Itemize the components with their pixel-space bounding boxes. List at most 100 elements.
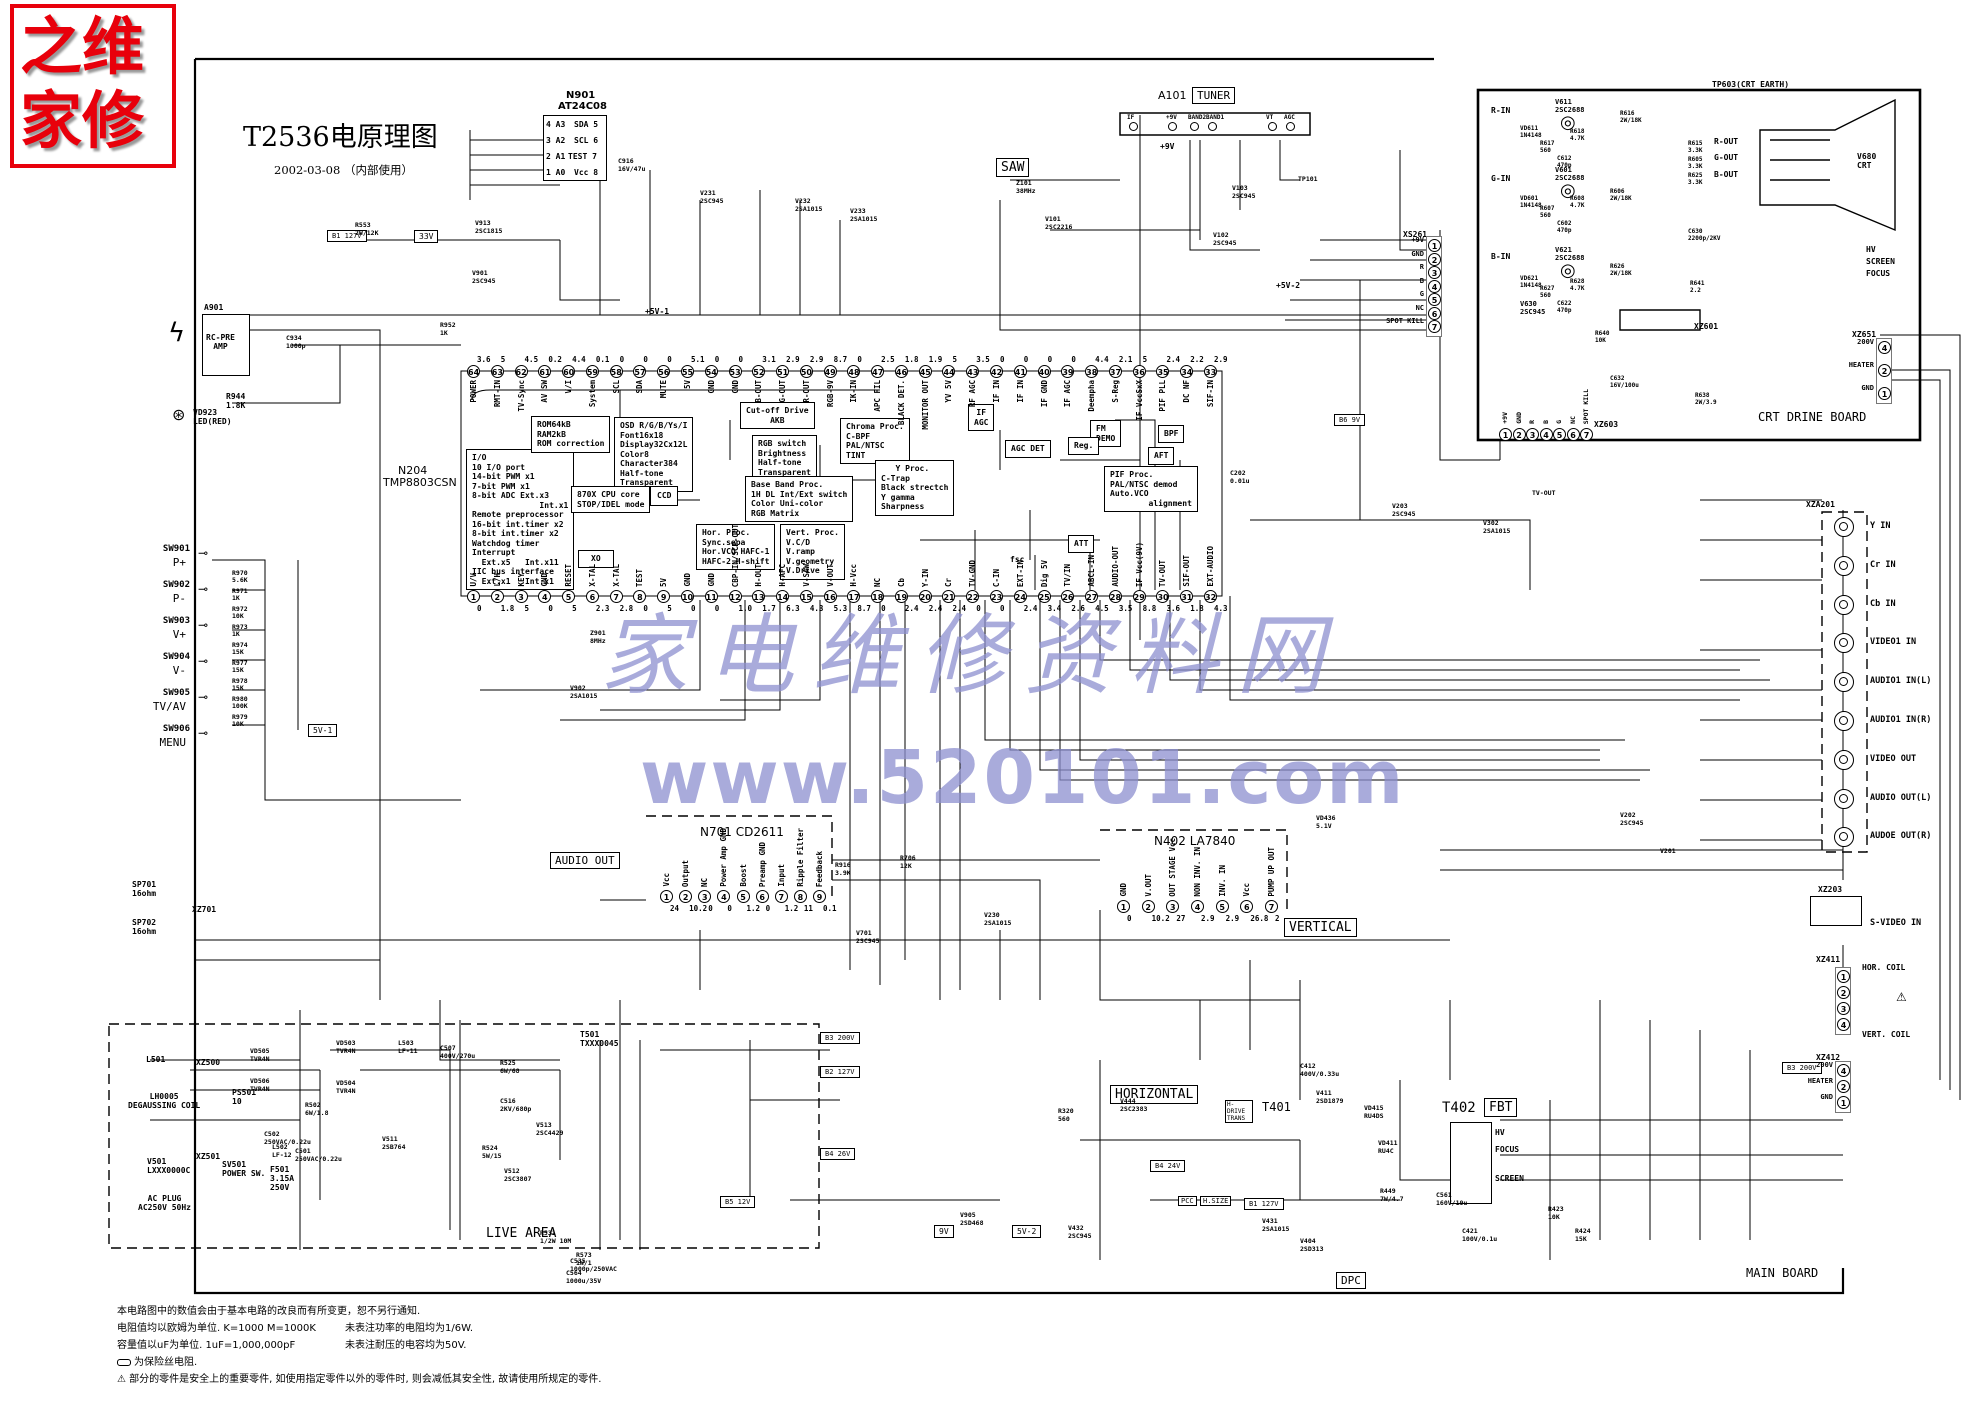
xz603-pin-label: G (1555, 420, 1563, 424)
av-jack-label: Cr IN (1870, 559, 1896, 570)
pin-function-label: 5V (659, 577, 669, 587)
pin-function-label: SCL (611, 380, 621, 394)
ic-pin: 4 (1191, 900, 1204, 913)
pin-function-label: POWER (469, 380, 478, 403)
pin-function-label: V/I (564, 380, 574, 394)
component-label: C516 2KV/680p (500, 1097, 532, 1113)
ic-pin: 34 (1180, 365, 1194, 378)
ic-pin: 8 (633, 590, 647, 603)
pin-voltage: 0 (857, 355, 862, 364)
component-label: R553 2W/12K (355, 221, 379, 237)
component-label: C421 100V/0.1u (1462, 1227, 1498, 1243)
pin-voltage: 5 (572, 604, 577, 613)
ic-pin: 18 (871, 590, 885, 603)
ic-pin: 14 (776, 590, 790, 603)
pin-voltage: 3.5 (976, 355, 990, 364)
ic-pin: 24 (1013, 590, 1027, 603)
rc-preamp-label: RC-PRE AMP (206, 333, 235, 351)
rc-preamp: RC-PRE AMP (202, 314, 250, 376)
pin-function-label: X-TAL (611, 564, 621, 587)
av-jack-label: Y IN (1870, 521, 1891, 531)
ic-pin: 7 (1265, 900, 1278, 913)
xz603-pin-label: +9V (1501, 412, 1509, 424)
pin-function-label: AUDIO-OUT (1110, 546, 1120, 587)
ic-pin: 37 (1108, 365, 1122, 378)
ic-pin: 32 (1204, 590, 1217, 603)
baseband-block: Base Band Proc. 1H DL Int/Ext switch Col… (745, 476, 854, 522)
ic-pin: 54 (704, 365, 718, 378)
xz651-pin: 2 (1878, 364, 1891, 377)
pin-voltage: 0 (1047, 355, 1053, 364)
note-2: 电阻值均以欧姆为单位. K=1000 M=1000K (117, 1323, 316, 1334)
av-jack-label: AUDIO OUT(L) (1870, 792, 1932, 803)
ic-pin: 1 (1117, 900, 1130, 913)
ic-pin: 28 (1108, 590, 1122, 603)
ic-pin: 4 (538, 590, 552, 603)
ic-pin: 4 (717, 890, 731, 903)
component-label: TV-OUT (1532, 489, 1556, 497)
g-out: G-OUT (1714, 153, 1739, 162)
crt-component-label: VD601 1N4148 (1520, 195, 1542, 209)
crt-component-label: R626 2W/18K (1610, 263, 1632, 277)
component-label: V102 2SC945 (1213, 231, 1237, 247)
component-label: V201 (1660, 847, 1676, 855)
xz203-ref: XZ203 (1818, 885, 1843, 894)
pin-voltage: 2.2 (1190, 355, 1204, 364)
vertical-label: VERTICAL (1284, 918, 1357, 937)
pin-voltage: 0 (714, 604, 720, 613)
component-label: V232 2SA1015 (795, 197, 823, 213)
component-label: C412 400V/0.33u (1300, 1062, 1340, 1078)
pin-voltage: 1.9 (928, 355, 943, 364)
pin-function-label: CBP-IN/SCP-OUT (730, 523, 740, 587)
reg-block: Reg. (1068, 437, 1100, 455)
xs261-pin: 5 (1428, 293, 1441, 306)
rail-b4: B4 26V (820, 1148, 856, 1160)
pin-label: TEST 7 (568, 152, 597, 161)
pin-voltage: 0 (1127, 914, 1132, 923)
switch-key-menu: MENU (159, 736, 187, 749)
pin-voltage: 2.4 (952, 604, 967, 613)
pin-function-label: Power Amp GND (719, 828, 729, 887)
switch-contact-icon: ⊸ (198, 690, 209, 704)
pin-voltage: 2.9 (786, 355, 800, 364)
pin-voltage: 8.7 (833, 355, 848, 364)
pin-voltage: 3.1 (762, 355, 776, 364)
switch-contact-icon: ⊸ (198, 546, 209, 560)
pin-function-label: EXT-IN (1015, 559, 1025, 587)
xs261-pin-label: NC (1415, 303, 1424, 312)
pin-label: 2 A1 (546, 152, 566, 161)
component-label: V913 2SC1815 (475, 219, 503, 235)
ic-pin: 45 (918, 365, 932, 378)
xz603-pin-label: R (1528, 420, 1536, 424)
xz603-ref: XZ603 (1594, 420, 1619, 429)
pin-voltage: 0 (881, 604, 886, 613)
av-jack-label: Cb IN (1870, 598, 1896, 609)
xz603-pin-label: GND (1514, 412, 1523, 424)
pin-voltage: 6.3 (786, 604, 800, 613)
pin-function-label: X-TAL (587, 564, 597, 587)
crt-component-label: R638 2W/3.9 (1695, 392, 1717, 406)
main-board-frame (193, 57, 1845, 1295)
xz601-label: XZ601 (1694, 322, 1719, 331)
rail-plus5v-1: +5V-1 (645, 307, 670, 316)
pin-function-label: Dig 5V (1039, 559, 1049, 587)
crt-component-label: C630 2200p/2KV (1688, 228, 1721, 242)
pin-function-label: Feedback (815, 850, 824, 887)
component-label: V432 2SC945 (1068, 1224, 1092, 1240)
tuner-ref: A101 (1158, 89, 1187, 102)
rail-b2: B2 127V (820, 1066, 860, 1078)
pin-voltage: 8.8 (1142, 604, 1157, 613)
xz411-pin: 2 (1837, 986, 1850, 999)
component-label: VD505 TVR4N (250, 1047, 270, 1063)
pin-function-label: IF AGC (1063, 380, 1073, 408)
pin-function-label: U/V (469, 573, 478, 587)
pin-label: Vcc 8 (574, 168, 599, 177)
xz411-body (1835, 967, 1851, 1035)
xz603-pin-label: SPOT KILL (1582, 388, 1590, 424)
crt-component-label: C602 470p (1557, 220, 1572, 234)
live-area-boundary (108, 1023, 820, 1249)
pin-function-label: Y-IN (920, 568, 930, 587)
horizontal-label: HORIZONTAL (1110, 1085, 1199, 1104)
pin-voltage: 0 (1000, 355, 1005, 364)
pin-function-label: OUT STAGE Vcc (1168, 838, 1178, 897)
